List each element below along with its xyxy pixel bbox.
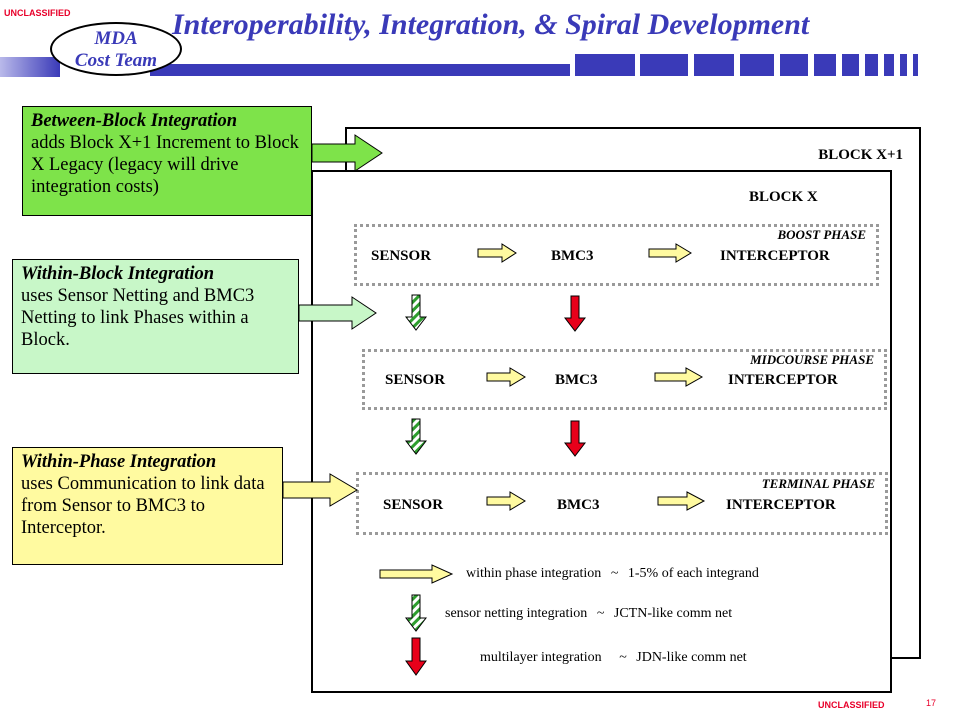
- terminal-sensor-node: SENSOR: [383, 497, 444, 513]
- terminal-interceptor-node: INTERCEPTOR: [726, 497, 836, 513]
- within-phase-title: Within-Phase Integration: [21, 452, 217, 472]
- between-block-body: adds Block X+1 Increment to Block X Lega…: [31, 133, 299, 197]
- legend-row-3: multilayer integration ~ JDN-like comm n…: [480, 650, 747, 666]
- callout-arrow-icon-2: [298, 296, 377, 330]
- classification-marking-top: UNCLASSIFIED: [4, 8, 71, 18]
- legend-3-sep: ~: [619, 650, 627, 665]
- red-arrow-icon: [563, 295, 587, 457]
- page-number: 17: [926, 698, 937, 708]
- mda-cost-team-logo: MDA Cost Team: [50, 22, 182, 76]
- legend-1-desc: 1-5% of each integrand: [627, 566, 759, 581]
- terminal-phase-label: TERMINAL PHASE: [761, 476, 875, 491]
- legend-1-text: within phase integration: [466, 566, 602, 581]
- legend-2-sep: ~: [596, 606, 605, 621]
- header-bar: [0, 54, 918, 77]
- within-block-callout: Within-Block Integration uses Sensor Net…: [12, 259, 299, 374]
- block-x-plus-1-label: BLOCK X+1: [818, 147, 903, 163]
- legend-green-arrow-icon: [404, 594, 428, 632]
- green-striped-arrow-icon: [404, 294, 428, 455]
- midcourse-phase-box: MIDCOURSE PHASE SENSOR BMC3 INTERCEPTOR: [362, 349, 887, 410]
- logo-line-1: MDA: [94, 28, 138, 49]
- between-block-callout: Between-Block Integration adds Block X+1…: [22, 106, 312, 216]
- boost-phase-box: BOOST PHASE SENSOR BMC3 INTERCEPTOR: [354, 224, 879, 286]
- midcourse-interceptor-node: INTERCEPTOR: [728, 372, 838, 388]
- callout-arrow-icon-1: [311, 134, 383, 172]
- classification-marking-bottom: UNCLASSIFIED: [818, 700, 885, 710]
- legend-3-text: multilayer integration: [480, 650, 602, 665]
- within-block-title: Within-Block Integration: [21, 264, 215, 284]
- legend-red-arrow-icon: [405, 637, 427, 676]
- legend-3-desc: JDN-like comm net: [636, 650, 747, 665]
- legend-row-2: sensor netting integration ~ JCTN-like c…: [445, 606, 732, 622]
- midcourse-phase-label: MIDCOURSE PHASE: [750, 352, 874, 367]
- page-title: Interoperability, Integration, & Spiral …: [172, 8, 810, 41]
- legend-2-text: sensor netting integration: [445, 606, 588, 621]
- block-x: BLOCK X: [311, 170, 892, 693]
- terminal-phase-box: TERMINAL PHASE SENSOR BMC3 INTERCEPTOR: [356, 472, 888, 535]
- boost-interceptor-node: INTERCEPTOR: [720, 248, 830, 264]
- within-block-body: uses Sensor Netting and BMC3 Netting to …: [21, 286, 255, 350]
- legend-row-1: within phase integration ~ 1-5% of each …: [466, 566, 759, 582]
- logo-line-2: Cost Team: [74, 50, 158, 71]
- boost-phase-label: BOOST PHASE: [777, 227, 867, 242]
- between-block-title: Between-Block Integration: [31, 111, 238, 131]
- block-x-label: BLOCK X: [749, 189, 818, 205]
- legend-1-sep: ~: [610, 566, 619, 581]
- boost-bmc3-node: BMC3: [551, 248, 594, 264]
- yellow-arrow-icon: [477, 243, 706, 511]
- midcourse-bmc3-node: BMC3: [555, 372, 598, 388]
- within-phase-callout: Within-Phase Integration uses Communicat…: [12, 447, 283, 565]
- terminal-bmc3-node: BMC3: [557, 497, 600, 513]
- callout-arrow-icon-3: [282, 473, 358, 507]
- midcourse-sensor-node: SENSOR: [385, 372, 446, 388]
- legend-2-desc: JCTN-like comm net: [613, 606, 733, 621]
- within-phase-body: uses Communication to link data from Sen…: [21, 474, 265, 538]
- legend-yellow-arrow-icon: [379, 564, 454, 584]
- boost-sensor-node: SENSOR: [371, 248, 432, 264]
